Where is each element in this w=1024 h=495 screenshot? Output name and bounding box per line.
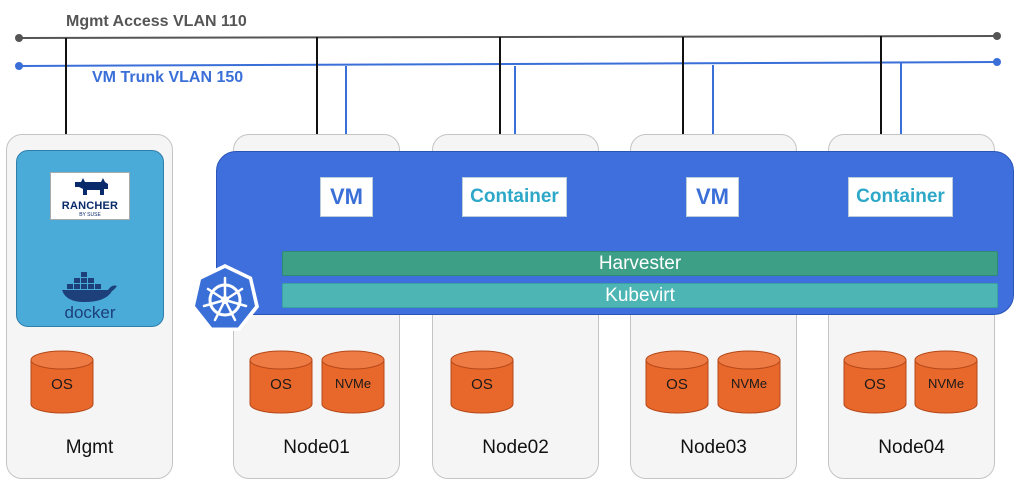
kubernetes-helm-wheel-icon [191, 264, 259, 331]
disk-node04-nvme: NVMe [914, 350, 978, 414]
disk-node03-os: OS [645, 350, 709, 414]
disk-label: NVMe [927, 376, 965, 391]
disk-mgmt-os: OS [30, 350, 94, 414]
cylinder-disk-icon [249, 350, 313, 414]
disk-label: NVMe [334, 376, 372, 391]
disk-label: OS [51, 376, 73, 393]
disk-node04-os: OS [843, 350, 907, 414]
disk-label: OS [864, 376, 886, 393]
vm-vlan-label: VM Trunk VLAN 150 [92, 69, 244, 86]
kubevirt-layer: Kubevirt [282, 283, 998, 308]
cylinder-disk-icon [843, 350, 907, 414]
workload-vm-1: VM [320, 177, 373, 217]
disk-label: OS [471, 376, 493, 393]
disk-node02-os: OS [450, 350, 514, 414]
cylinder-disk-icon [645, 350, 709, 414]
disk-node03-nvme: NVMe [717, 350, 781, 414]
workload-vm-2: VM [686, 177, 739, 217]
docker-whale-icon [62, 272, 117, 302]
disk-label: NVMe [730, 376, 768, 391]
disk-node01-os: OS [249, 350, 313, 414]
node-name-node02: Node02 [482, 437, 549, 458]
docker-text: docker [64, 303, 116, 322]
cylinder-disk-icon [450, 350, 514, 414]
node-name-mgmt: Mgmt [65, 437, 114, 458]
workload-container-2: Container [848, 177, 953, 217]
node-name-node04: Node04 [878, 437, 945, 458]
harvester-layer: Harvester [282, 251, 998, 276]
cylinder-disk-icon [30, 350, 94, 414]
cylinder-disk-icon [914, 350, 978, 414]
disk-label: OS [666, 376, 688, 393]
disk-node01-nvme: NVMe [321, 350, 385, 414]
docker-logo: docker [52, 270, 128, 324]
mgmt-vlan-label: Mgmt Access VLAN 110 [66, 13, 247, 30]
disk-label: OS [270, 376, 292, 393]
node-name-node03: Node03 [680, 437, 747, 458]
node-name-node01: Node01 [283, 437, 350, 458]
rancher-subtext: BY SUSE [79, 212, 101, 218]
cylinder-disk-icon [717, 350, 781, 414]
workload-container-1: Container [462, 177, 567, 217]
rancher-text: RANCHER [61, 200, 119, 212]
rancher-logo: RANCHER BY SUSE [50, 172, 130, 220]
rancher-bull-icon [75, 178, 108, 195]
cylinder-disk-icon [321, 350, 385, 414]
